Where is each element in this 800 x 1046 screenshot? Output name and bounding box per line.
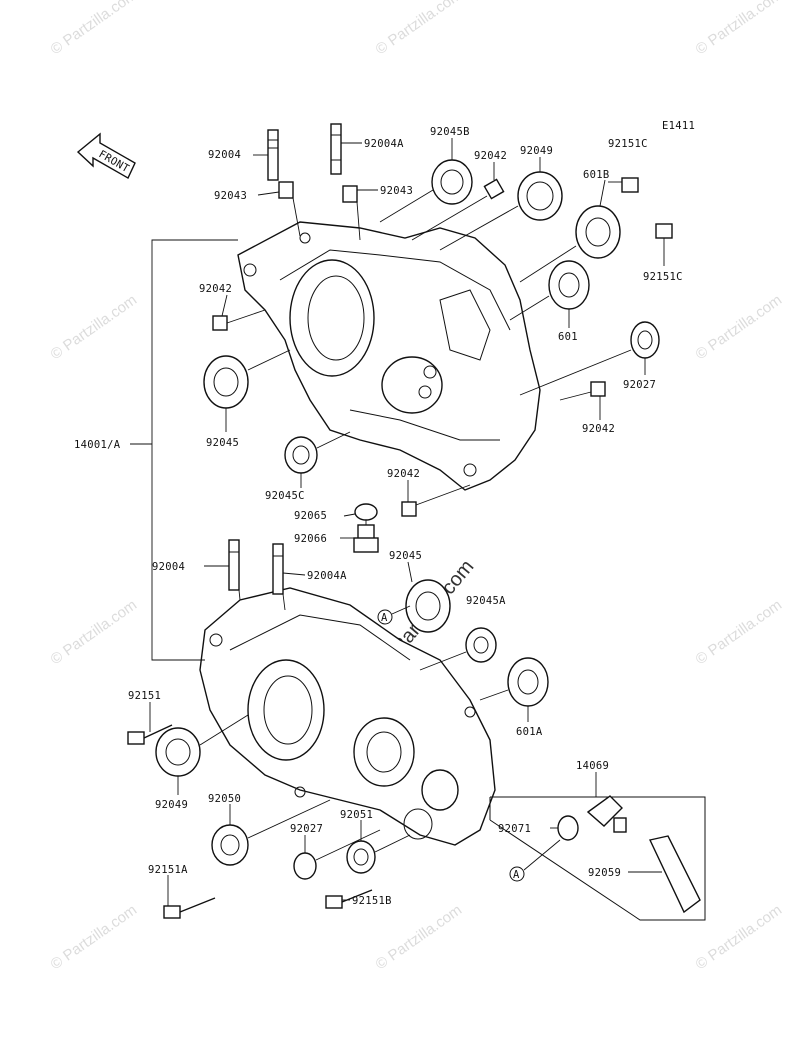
lower-parts xyxy=(127,539,549,919)
bearing-601 xyxy=(548,260,590,310)
label-14069[interactable]: 14069 xyxy=(576,760,609,772)
watermark: © Partzilla.com xyxy=(693,0,786,58)
callout-marker-a: A xyxy=(509,839,561,882)
label-92042[interactable]: 92042 xyxy=(387,468,420,480)
spacer-92027 xyxy=(293,852,317,880)
bearing-601A xyxy=(507,657,549,707)
label-92004[interactable]: 92004 xyxy=(208,149,241,161)
bearing-92045 xyxy=(405,579,451,633)
label-92042[interactable]: 92042 xyxy=(199,283,232,295)
bolt-92151B xyxy=(325,895,343,909)
stud-92004 xyxy=(267,129,279,181)
bearing-92045B xyxy=(431,159,473,205)
label-92049[interactable]: 92049 xyxy=(520,145,553,157)
front-arrow-icon: FRONT xyxy=(76,132,136,179)
watermark: © Partzilla.com xyxy=(48,291,141,363)
seal-92049 xyxy=(155,727,201,777)
label-92066[interactable]: 92066 xyxy=(294,533,327,545)
label-92004A[interactable]: 92004A xyxy=(364,138,404,150)
label-92045[interactable]: 92045 xyxy=(206,437,239,449)
dowel-92043 xyxy=(278,181,294,199)
crankcase-left-half xyxy=(199,587,496,846)
dowel-92042 xyxy=(483,178,505,200)
dowel-92042 xyxy=(212,315,228,331)
washer-92065 xyxy=(354,503,378,521)
label-601A[interactable]: 601A xyxy=(516,726,543,738)
label-92049[interactable]: 92049 xyxy=(155,799,188,811)
bolt-92151A xyxy=(163,905,181,919)
watermark: © Partzilla.com xyxy=(693,291,786,363)
svg-text:A: A xyxy=(513,869,520,881)
dowel-92042 xyxy=(590,381,606,397)
label-92004A[interactable]: 92004A xyxy=(307,570,347,582)
svg-text:A: A xyxy=(381,612,388,624)
assembly-bracket xyxy=(151,239,238,661)
fitting-92071 xyxy=(557,815,579,841)
label-92027[interactable]: 92027 xyxy=(623,379,656,391)
dowel-92043 xyxy=(342,185,358,203)
watermark: © Partzilla.com xyxy=(48,0,141,58)
label-92051[interactable]: 92051 xyxy=(340,809,373,821)
spacer-92027 xyxy=(630,321,660,359)
label-601[interactable]: 601 xyxy=(558,331,578,343)
dowel-92042 xyxy=(401,501,417,517)
seal-92049 xyxy=(517,171,563,221)
label-92043[interactable]: 92043 xyxy=(214,190,247,202)
label-92004[interactable]: 92004 xyxy=(152,561,185,573)
label-92151[interactable]: 92151 xyxy=(128,690,161,702)
watermark: © Partzilla.com xyxy=(48,596,141,668)
bearing-92045A xyxy=(465,627,497,663)
watermark: © Partzilla.com xyxy=(373,901,466,973)
stud-92004 xyxy=(228,539,240,591)
plug-92066 xyxy=(357,524,375,540)
leader-lines xyxy=(149,138,665,906)
seal-92050 xyxy=(211,824,249,866)
label-92065[interactable]: 92065 xyxy=(294,510,327,522)
label-92027[interactable]: 92027 xyxy=(290,823,323,835)
label-92045[interactable]: 92045 xyxy=(389,550,422,562)
seal-92051 xyxy=(346,840,376,874)
label-92071[interactable]: 92071 xyxy=(498,823,531,835)
bearing-92045C xyxy=(284,436,318,474)
label-92050[interactable]: 92050 xyxy=(208,793,241,805)
breather-assembly-box xyxy=(489,795,706,921)
label-92059[interactable]: 92059 xyxy=(588,867,621,879)
label-92151A[interactable]: 92151A xyxy=(148,864,188,876)
label-14001A[interactable]: 14001/A xyxy=(74,439,121,451)
hose-92059 xyxy=(648,835,701,914)
watermark: © Partzilla.com xyxy=(693,901,786,973)
label-92045A[interactable]: 92045A xyxy=(466,595,506,607)
label-92151C[interactable]: 92151C xyxy=(608,138,648,150)
bolt-92151C xyxy=(621,177,639,193)
label-92151B[interactable]: 92151B xyxy=(352,895,392,907)
label-92043[interactable]: 92043 xyxy=(380,185,413,197)
stud-92004A xyxy=(330,123,342,175)
callout-marker-a: A xyxy=(377,605,411,625)
bearing-92045 xyxy=(203,355,249,409)
label-601B[interactable]: 601B xyxy=(583,169,610,181)
stud-92004A xyxy=(272,543,284,595)
label-92045C[interactable]: 92045C xyxy=(265,490,305,502)
label-92151C[interactable]: 92151C xyxy=(643,271,683,283)
part-labels: 92004 92004A 92043 92043 92045B 92042 92… xyxy=(74,126,683,907)
watermark: © Partzilla.com xyxy=(693,596,786,668)
bolt-92151 xyxy=(127,731,145,745)
label-92045B[interactable]: 92045B xyxy=(430,126,470,138)
diagram-code: E1411 xyxy=(662,120,695,132)
bolt-92151C xyxy=(655,223,673,239)
watermark: © Partzilla.com xyxy=(48,901,141,973)
label-92042[interactable]: 92042 xyxy=(582,423,615,435)
bearing-601B xyxy=(575,205,621,259)
label-92042[interactable]: 92042 xyxy=(474,150,507,162)
watermark: © Partzilla.com xyxy=(373,0,466,58)
crankcase-right-half xyxy=(237,221,541,491)
